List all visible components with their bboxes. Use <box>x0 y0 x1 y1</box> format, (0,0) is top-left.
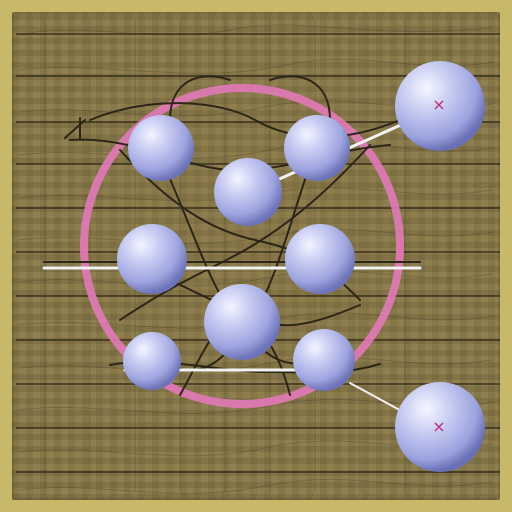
marker-o2: × <box>432 417 445 436</box>
inner-spheres <box>117 115 355 391</box>
node-sphere-n7 <box>123 332 181 390</box>
outer-spheres <box>395 61 485 472</box>
node-sphere-o1 <box>395 61 485 151</box>
node-sphere-n1 <box>128 115 194 181</box>
node-sphere-n3 <box>214 158 282 226</box>
node-sphere-n4 <box>117 224 187 294</box>
markers: × × <box>432 95 445 436</box>
node-sphere-n5 <box>285 224 355 294</box>
node-sphere-n2 <box>284 115 350 181</box>
node-sphere-n8 <box>293 329 355 391</box>
pink-ring <box>80 84 404 408</box>
connection-lines <box>42 75 432 421</box>
node-sphere-n6 <box>204 284 280 360</box>
marker-o1: × <box>432 95 445 114</box>
node-sphere-o2 <box>395 382 485 472</box>
